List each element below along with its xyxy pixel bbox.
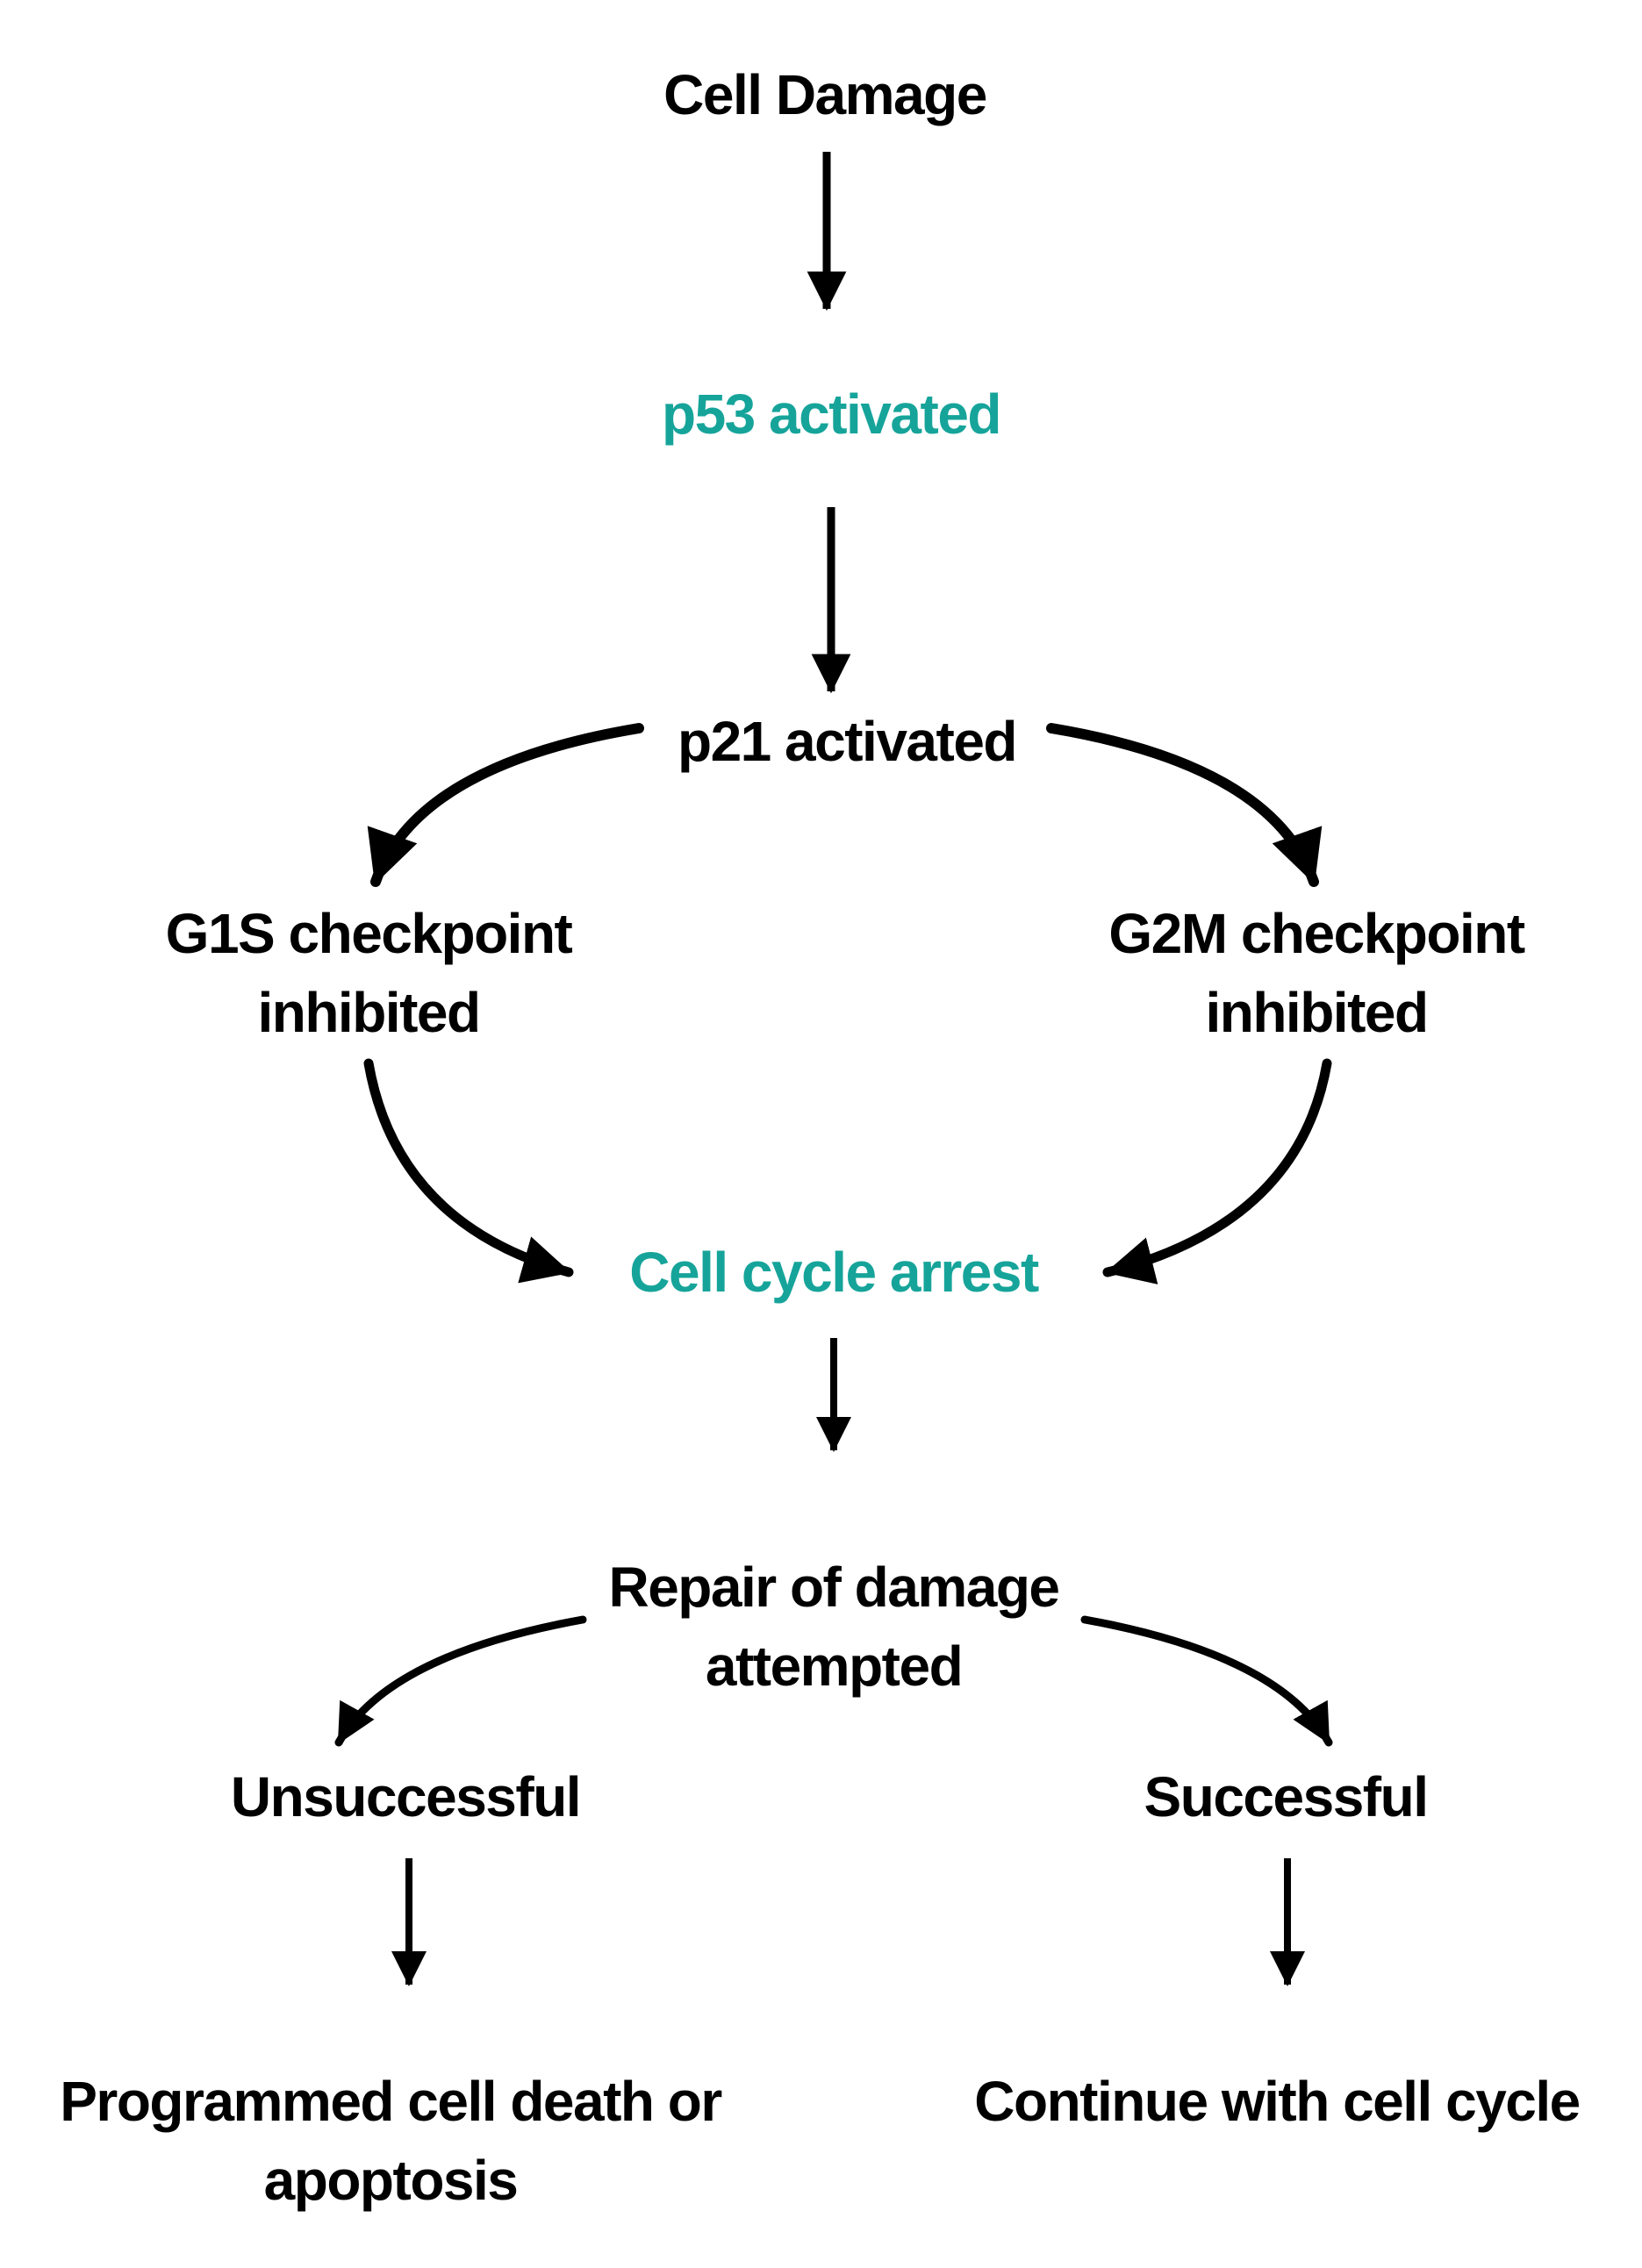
node-unsuccessful-label: Unsuccessful [230, 1765, 582, 1828]
node-cell-damage: Cell Damage [663, 55, 987, 134]
node-cell-cycle-arrest-label: Cell cycle arrest [629, 1241, 1039, 1304]
node-programmed-death-line1: Programmed cell death or [60, 2070, 722, 2133]
node-programmed-death-line2: apoptosis [263, 2149, 519, 2212]
node-cell-damage-label: Cell Damage [663, 63, 987, 126]
node-successful: Successful [1144, 1757, 1429, 1836]
curved-arrow-p21-to-g1s [367, 723, 644, 887]
node-g2m-checkpoint-line1: G2M checkpoint [1108, 902, 1525, 965]
node-g1s-checkpoint: G1S checkpoint inhibited [165, 894, 573, 1052]
curved-arrow-repair-to-successful [1080, 1615, 1333, 1747]
curved-arrow-g1s-to-arrest [363, 1058, 574, 1284]
node-programmed-death: Programmed cell death or apoptosis [60, 2062, 722, 2220]
node-cell-cycle-arrest: Cell cycle arrest [629, 1233, 1039, 1312]
curved-arrow-repair-to-unsuccessful [334, 1615, 587, 1747]
node-g1s-checkpoint-line1: G1S checkpoint [165, 902, 573, 965]
node-p53-activated: p53 activated [661, 375, 1002, 454]
node-p21-activated: p21 activated [677, 702, 1018, 781]
node-unsuccessful: Unsuccessful [230, 1757, 582, 1836]
curved-arrow-p21-to-g2m [1046, 723, 1323, 887]
node-g1s-checkpoint-line2: inhibited [257, 981, 481, 1044]
node-successful-label: Successful [1144, 1765, 1429, 1828]
node-p21-activated-label: p21 activated [677, 710, 1018, 773]
node-p53-activated-label: p53 activated [661, 383, 1002, 446]
node-repair-attempted-line1: Repair of damage [608, 1556, 1060, 1619]
node-g2m-checkpoint: G2M checkpoint inhibited [1108, 894, 1525, 1052]
node-g2m-checkpoint-line2: inhibited [1205, 981, 1429, 1044]
node-continue-cycle: Continue with cell cycle [974, 2062, 1581, 2141]
node-repair-attempted-line2: attempted [705, 1635, 964, 1698]
curved-arrow-g2m-to-arrest [1102, 1058, 1332, 1284]
node-continue-cycle-label: Continue with cell cycle [974, 2070, 1581, 2133]
node-repair-attempted: Repair of damage attempted [608, 1548, 1060, 1706]
